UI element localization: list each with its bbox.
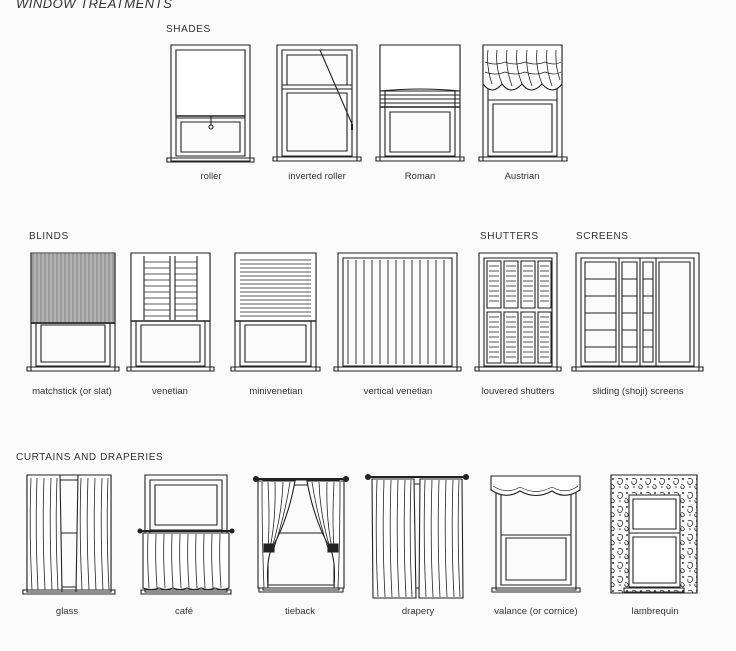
caption-louvered-shutters: louvered shutters — [481, 386, 555, 397]
caption-tieback: tieback — [284, 606, 316, 617]
caption-cafe: café — [175, 606, 193, 617]
caption-matchstick: matchstick (or slat) — [32, 386, 112, 397]
venetian-blind-drawing — [127, 253, 214, 371]
caption-roman: Roman — [404, 171, 436, 182]
caption-inverted-roller: inverted roller — [288, 171, 346, 182]
valance-drawing — [491, 476, 580, 592]
section-label-blinds: BLINDS — [29, 231, 69, 242]
minivenetian-blind-drawing — [231, 253, 320, 371]
caption-valance: valance (or cornice) — [494, 606, 578, 617]
cafe-curtain-drawing — [138, 475, 234, 594]
section-label-shutters: SHUTTERS — [480, 231, 539, 242]
matchstick-blind-drawing — [27, 253, 119, 371]
caption-roller: roller — [200, 171, 222, 182]
caption-lambrequin: lambrequin — [631, 606, 679, 617]
austrian-shade-drawing — [479, 45, 567, 161]
caption-minivenetian: minivenetian — [249, 386, 303, 397]
section-label-screens: SCREENS — [576, 231, 629, 242]
louvered-shutters-drawing — [475, 253, 561, 371]
caption-glass: glass — [55, 606, 79, 617]
drapery-drawing — [366, 475, 469, 599]
caption-vertical-venetian: vertical venetian — [363, 386, 433, 397]
section-label-curtains: CURTAINS AND DRAPERIES — [16, 452, 164, 463]
lambrequin-drawing — [611, 475, 697, 593]
inverted-roller-shade-drawing — [273, 45, 361, 161]
section-label-shades: SHADES — [166, 24, 211, 35]
sliding-screens-drawing — [572, 253, 703, 371]
roman-shade-drawing — [376, 45, 464, 161]
roller-shade-drawing — [167, 45, 254, 162]
glass-curtain-drawing — [23, 475, 115, 594]
vertical-venetian-blind-drawing — [334, 253, 461, 371]
caption-venetian: venetian — [152, 386, 188, 397]
caption-austrian: Austrian — [504, 171, 540, 182]
tieback-curtain-drawing — [254, 477, 349, 593]
caption-sliding-screens: sliding (shoji) screens — [592, 386, 684, 397]
page-title: WINDOW TREATMENTS — [16, 0, 173, 11]
caption-drapery: drapery — [401, 606, 435, 617]
